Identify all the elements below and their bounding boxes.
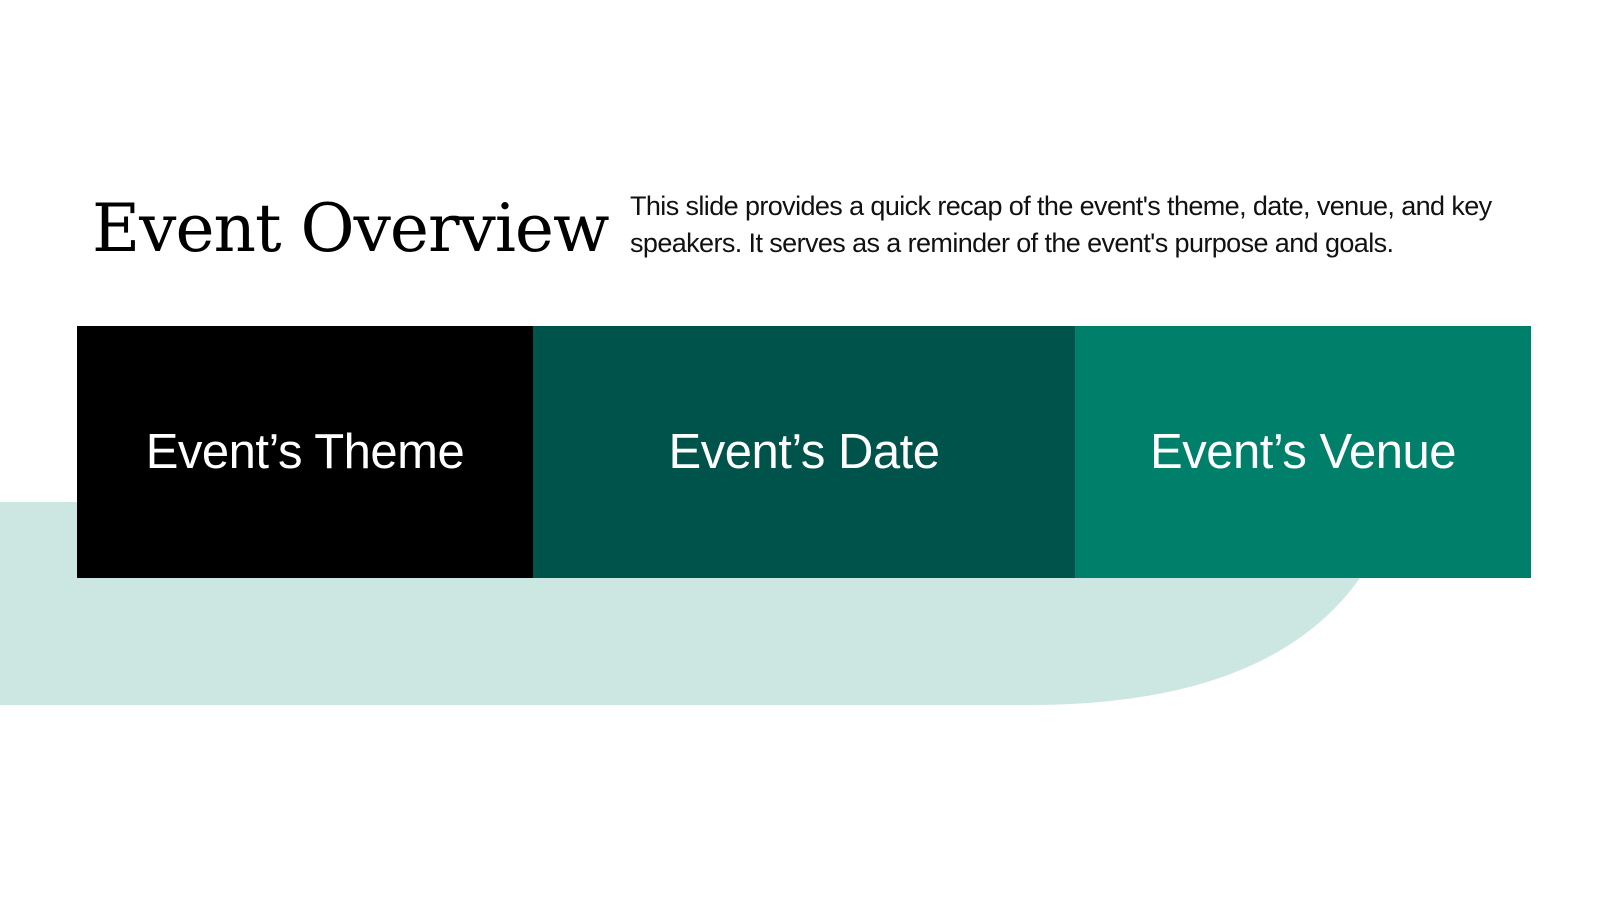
card-venue: Event’s Venue — [1075, 326, 1531, 578]
slide-description: This slide provides a quick recap of the… — [630, 191, 1492, 258]
card-venue-label: Event’s Venue — [1150, 425, 1456, 479]
page-title: Event Overview — [92, 190, 609, 267]
card-date: Event’s Date — [533, 326, 1075, 578]
card-theme: Event’s Theme — [77, 326, 533, 578]
card-theme-label: Event’s Theme — [145, 425, 465, 479]
card-date-label: Event’s Date — [668, 425, 940, 479]
info-cards: Event’s Theme Event’s Date Event’s Venue — [77, 326, 1531, 578]
